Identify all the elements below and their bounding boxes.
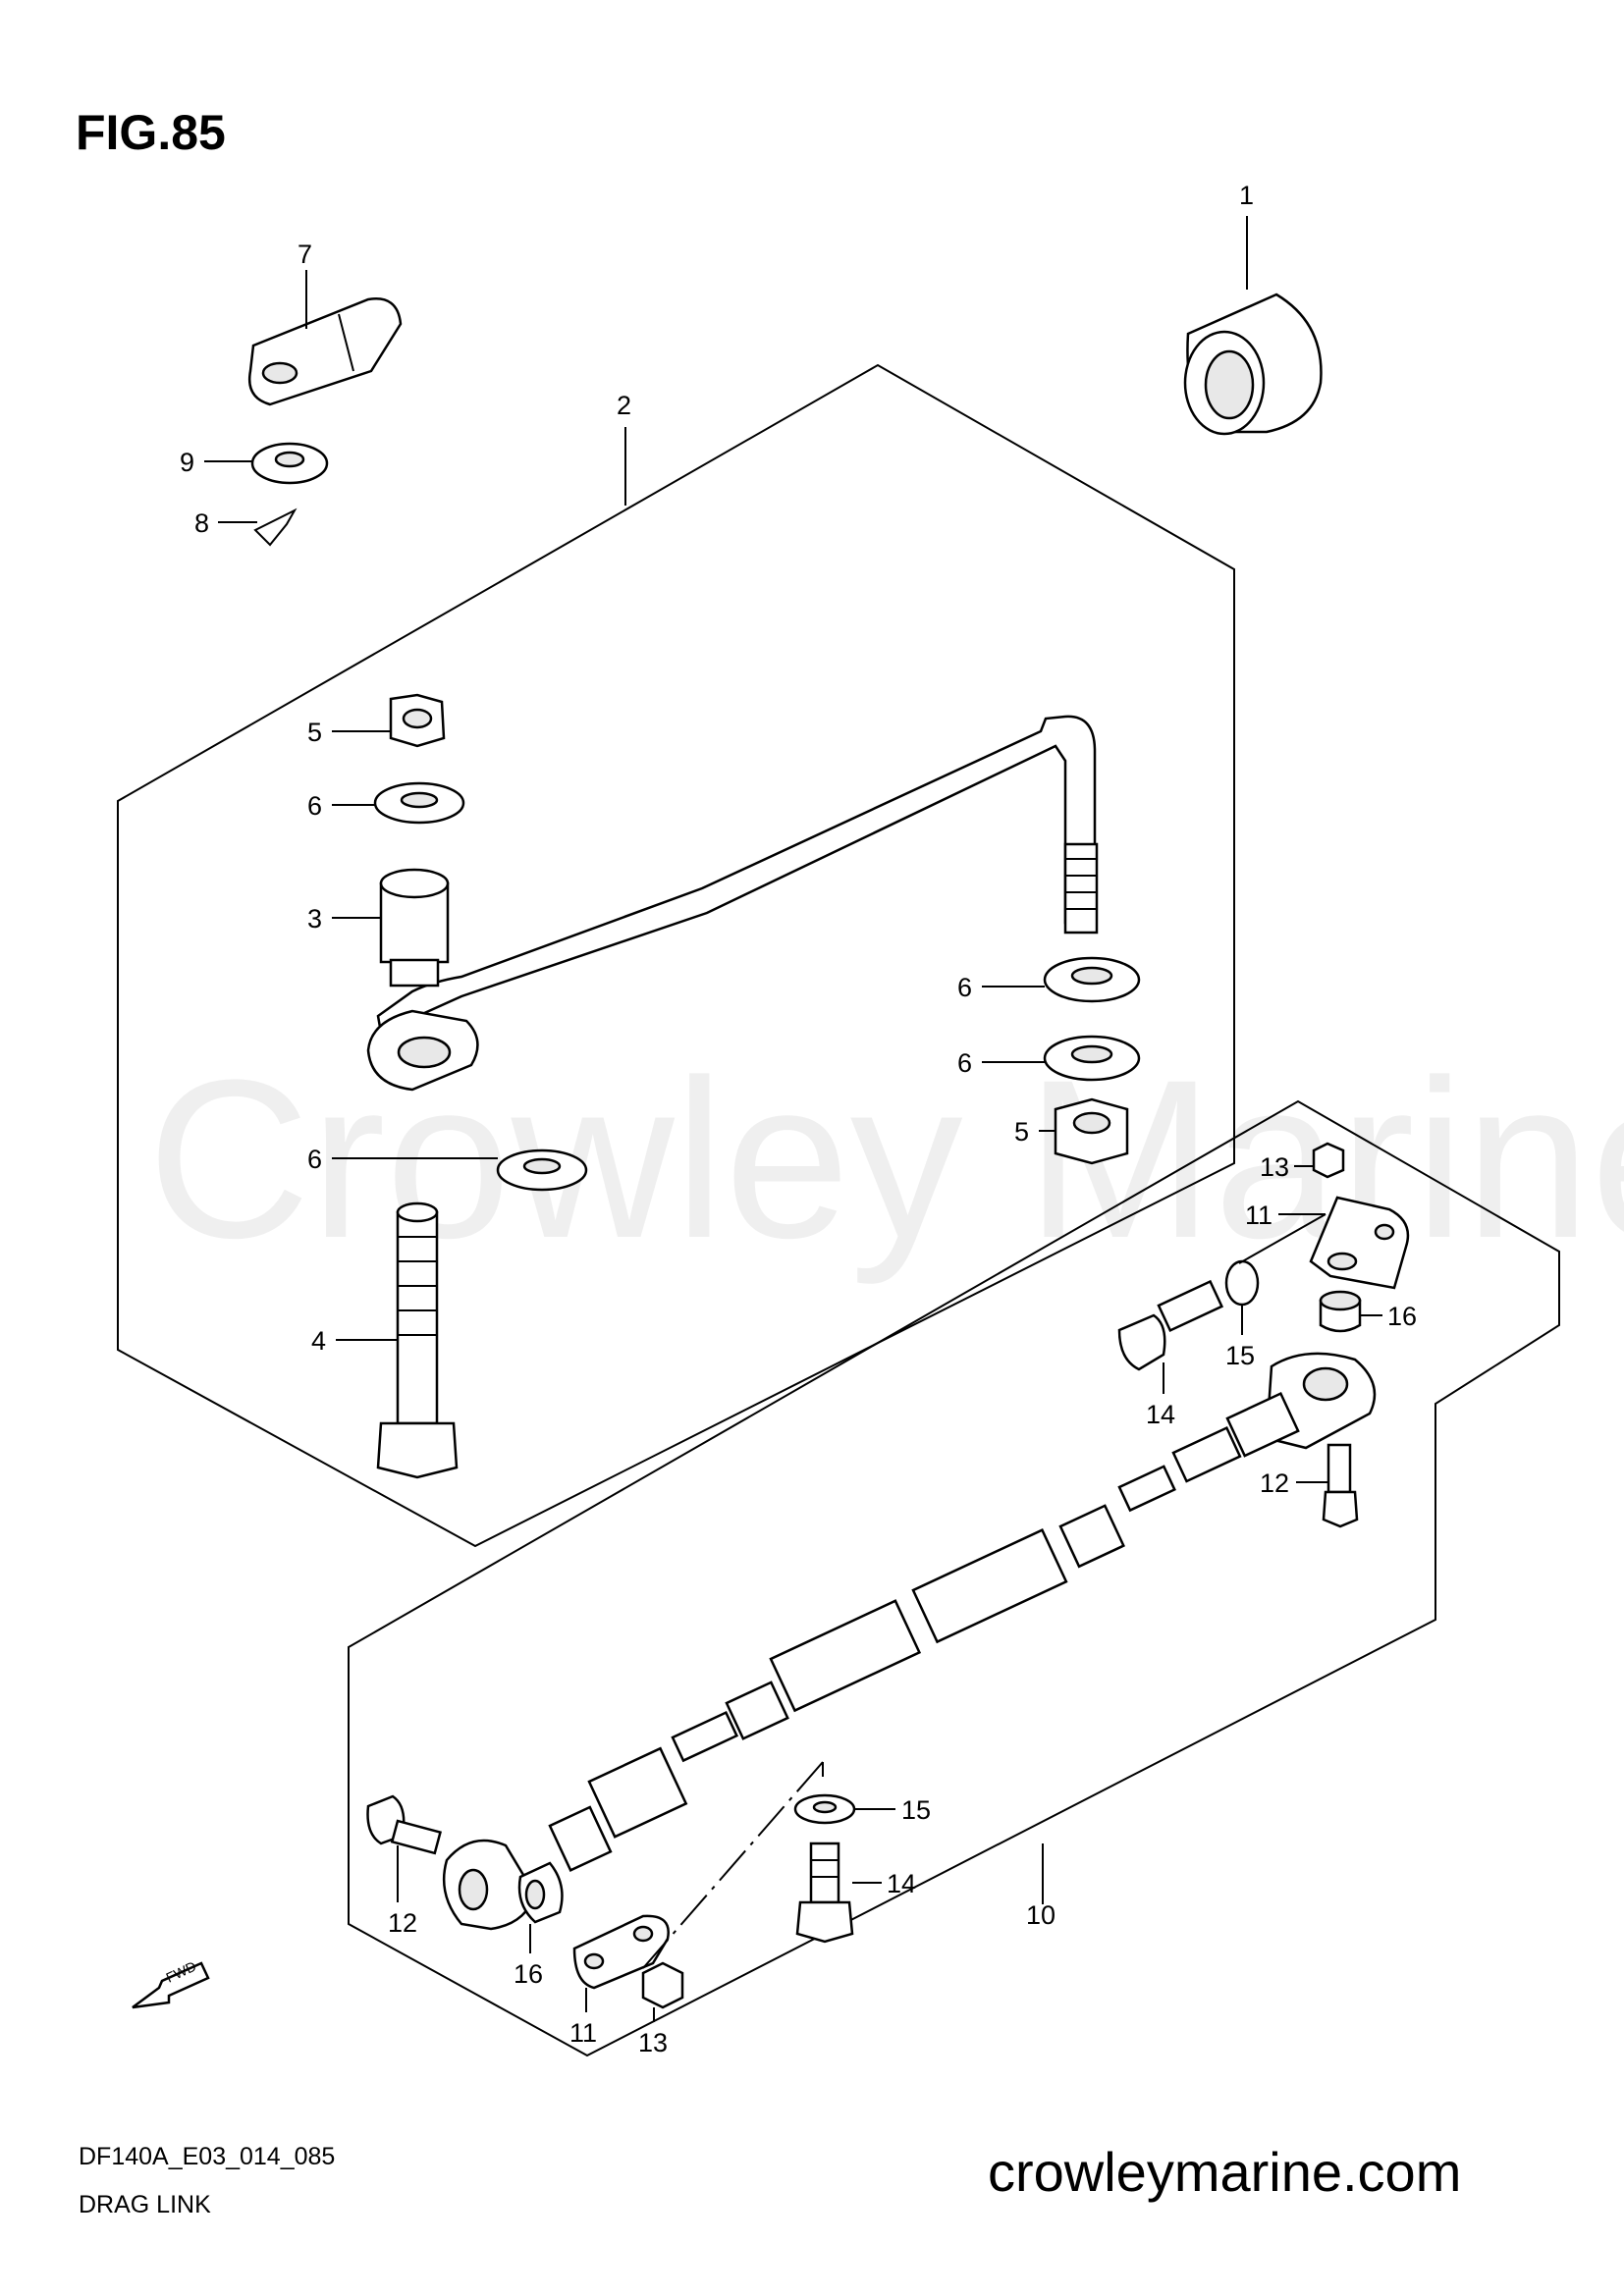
callout-6-right-b: 6 [957,1048,972,1078]
part-bolt-icon [1117,1279,1224,1371]
callout-16-lower: 16 [514,1959,543,1989]
callout-15-upper: 15 [1225,1341,1255,1370]
callout-13-lower: 13 [638,2028,668,2057]
callout-6-right-a: 6 [957,973,972,1002]
callout-3: 3 [307,904,322,934]
part-washer-icon [250,442,329,485]
callout-2: 2 [617,391,631,420]
part-washer-icon [1224,1259,1260,1307]
callout-8: 8 [194,508,209,538]
part-spacer-icon [1319,1290,1362,1333]
part-nut-icon [1312,1142,1345,1179]
callout-12-upper: 12 [1260,1468,1289,1498]
rod-thread-end [1063,842,1099,934]
part-washer-icon [793,1793,856,1825]
figure-title: FIG.85 [76,105,226,160]
callout-16-upper: 16 [1387,1302,1417,1331]
figure-code: DF140A_E03_014_085 [79,2143,335,2170]
callout-5-upper: 5 [307,718,322,747]
part-bracket-icon [1309,1196,1410,1290]
website-link[interactable]: crowleymarine.com [988,2141,1461,2203]
part-washer-icon [373,781,465,825]
part-cable-assembly-icon [442,1352,1377,1931]
part-nut-icon [389,693,446,748]
callout-15-lower: 15 [901,1795,931,1825]
callout-10: 10 [1026,1900,1056,1930]
callout-9: 9 [180,448,194,477]
callout-labels: 1 2 3 4 5 5 6 6 6 6 7 8 9 10 11 11 12 12… [180,181,1417,2057]
part-nut-icon [1054,1097,1129,1165]
fwd-arrow-icon: FWD [132,1958,210,2009]
callout-7: 7 [298,240,312,269]
callout-14-upper: 14 [1146,1400,1175,1429]
part-bolt-icon [1322,1443,1359,1528]
callout-13-upper: 13 [1260,1152,1289,1182]
part-spacer-icon [517,1861,564,1924]
callout-1: 1 [1239,181,1254,210]
part-washer-icon [1043,956,1141,1003]
leader-lines [204,216,1382,2022]
part-collar-icon [379,868,450,988]
part-lever-icon [247,297,403,406]
part-bolt-icon [376,1201,459,1479]
callout-6-upper-left: 6 [307,791,322,821]
figure-name: DRAG LINK [79,2191,211,2218]
part-washer-icon [496,1148,588,1192]
callout-11-upper: 11 [1245,1201,1272,1230]
callout-4: 4 [311,1326,326,1356]
part-bolt-icon [366,1794,442,1855]
callout-12-lower: 12 [388,1908,417,1938]
callout-5-lower: 5 [1014,1117,1029,1147]
part-cotter-pin-icon [253,507,298,547]
part-bolt-icon [795,1842,854,1944]
part-nut-icon [641,1961,684,2009]
assembly-box-drag-link [117,363,1235,1548]
part-washer-icon [1043,1035,1141,1082]
callout-14-lower: 14 [887,1869,916,1898]
part-bushing-icon [1183,293,1323,436]
part-bracket-icon [572,1914,670,1990]
callout-6-lower-left: 6 [307,1145,322,1174]
callout-11-lower: 11 [569,2018,597,2048]
assembly-box-cable-link [348,1099,1560,2057]
